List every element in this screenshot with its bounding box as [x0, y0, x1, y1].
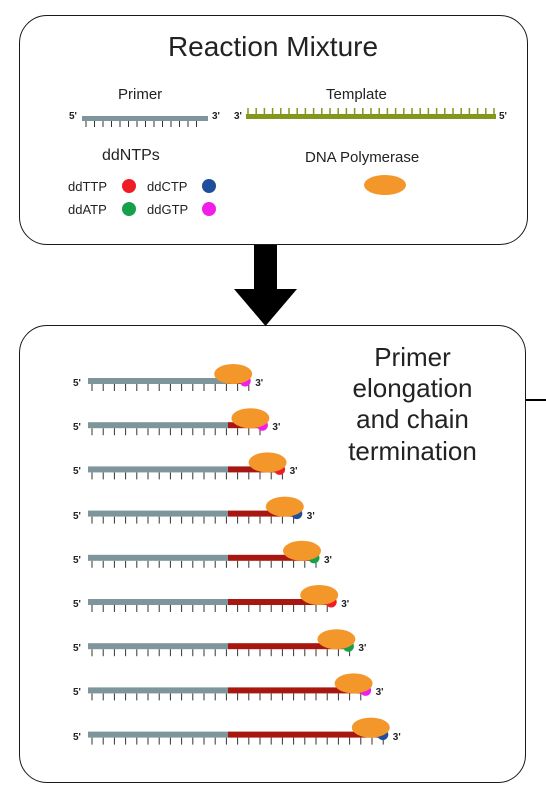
primer-segment [88, 599, 228, 605]
extension-segment [228, 510, 297, 517]
primer-segment [88, 687, 228, 694]
strand-3prime-label: 3' [358, 643, 367, 655]
strand-3prime-label: 3' [306, 510, 315, 522]
strand-2 [88, 408, 270, 436]
strand-3prime-label: 3' [255, 378, 264, 389]
dna-polymerase-icon [364, 175, 406, 195]
strand-6 [88, 585, 339, 612]
strand-3prime-label: 3' [289, 466, 298, 478]
template-strand [246, 108, 496, 119]
strand-5prime-label: 5' [73, 554, 81, 566]
strand-8 [88, 673, 373, 701]
primer-segment [88, 731, 228, 738]
dna-polymerase-icon [334, 673, 373, 694]
strand-5prime-label: 5' [73, 466, 81, 478]
primer-segment [88, 510, 228, 517]
ddctp-dot [202, 179, 216, 193]
strand-3 [88, 452, 287, 480]
legend-ddctp-label: ddCTP [147, 179, 188, 194]
strand-7 [88, 629, 356, 657]
dna-polymerase-icon [300, 585, 339, 605]
strand-5prime-label: 5' [73, 599, 81, 610]
template-3prime-label: 3' [234, 111, 242, 122]
strand-5prime-label: 5' [73, 510, 81, 522]
dna-polymerase-icon [283, 540, 321, 561]
dna-polymerase-icon [351, 717, 390, 738]
strand-3prime-label: 3' [324, 554, 332, 566]
strand-3prime-label: 3' [341, 599, 350, 610]
dna-polymerase-icon [265, 496, 304, 517]
strand-5prime-label: 5' [73, 643, 81, 655]
primer-5prime-label: 5' [69, 111, 77, 122]
template-backbone [246, 114, 496, 119]
primer-segment [88, 643, 228, 650]
dna-polymerase-icon [317, 629, 356, 650]
extension-segment [228, 599, 332, 605]
reaction-mixture-title: Reaction Mixture [167, 31, 379, 62]
strand-9 [88, 717, 390, 745]
ddgtp-dot [202, 202, 216, 216]
reaction-mixture-panel [19, 15, 528, 245]
primer-segment [88, 378, 228, 384]
primer-segment [88, 554, 228, 561]
ddntps-label: ddNTPs [102, 147, 160, 164]
template-label: Template [326, 86, 387, 103]
strand-5prime-label: 5' [73, 731, 81, 743]
elongation-strands [88, 364, 390, 745]
extension-segment [228, 643, 349, 650]
primer-label: Primer [118, 86, 163, 103]
extension-segment [228, 731, 383, 738]
elongation-panel [19, 325, 526, 783]
strand-3prime-label: 3' [272, 422, 281, 434]
primer-segment [88, 466, 228, 473]
strand-5prime-label: 5' [73, 687, 81, 699]
extension-segment [228, 554, 314, 561]
legend-ddgtp-label: ddGTP [147, 202, 189, 217]
extension-segment [228, 687, 366, 694]
ddntp-legend [122, 179, 216, 216]
dna-polymerase-icon [231, 408, 270, 429]
template-5prime-label: 5' [499, 111, 507, 122]
primer-3prime-label: 3' [212, 111, 220, 122]
strand-3prime-label: 3' [375, 687, 384, 699]
primer-strand [82, 116, 208, 127]
strand-3prime-label: 3' [392, 731, 401, 743]
dna-polymerase-icon [214, 364, 253, 384]
ddatp-dot [122, 202, 136, 216]
strand-5prime-label: 5' [73, 378, 81, 389]
strand-5prime-label: 5' [73, 422, 81, 434]
elongation-title: Primer elongation and chain termination [348, 342, 477, 466]
primer-segment [88, 422, 228, 429]
primer-backbone [82, 116, 208, 121]
legend-ddttp-label: ddTTP [68, 179, 108, 194]
dna-polymerase-label: DNA Polymerase [305, 149, 420, 166]
strand-1 [88, 364, 253, 391]
strand-5 [88, 540, 321, 568]
legend-ddatp-label: ddATP [68, 202, 107, 217]
extension-segment [228, 466, 280, 473]
ddttp-dot [122, 179, 136, 193]
strand-4 [88, 496, 304, 524]
down-arrow-icon [234, 245, 297, 326]
dna-polymerase-icon [248, 452, 287, 473]
